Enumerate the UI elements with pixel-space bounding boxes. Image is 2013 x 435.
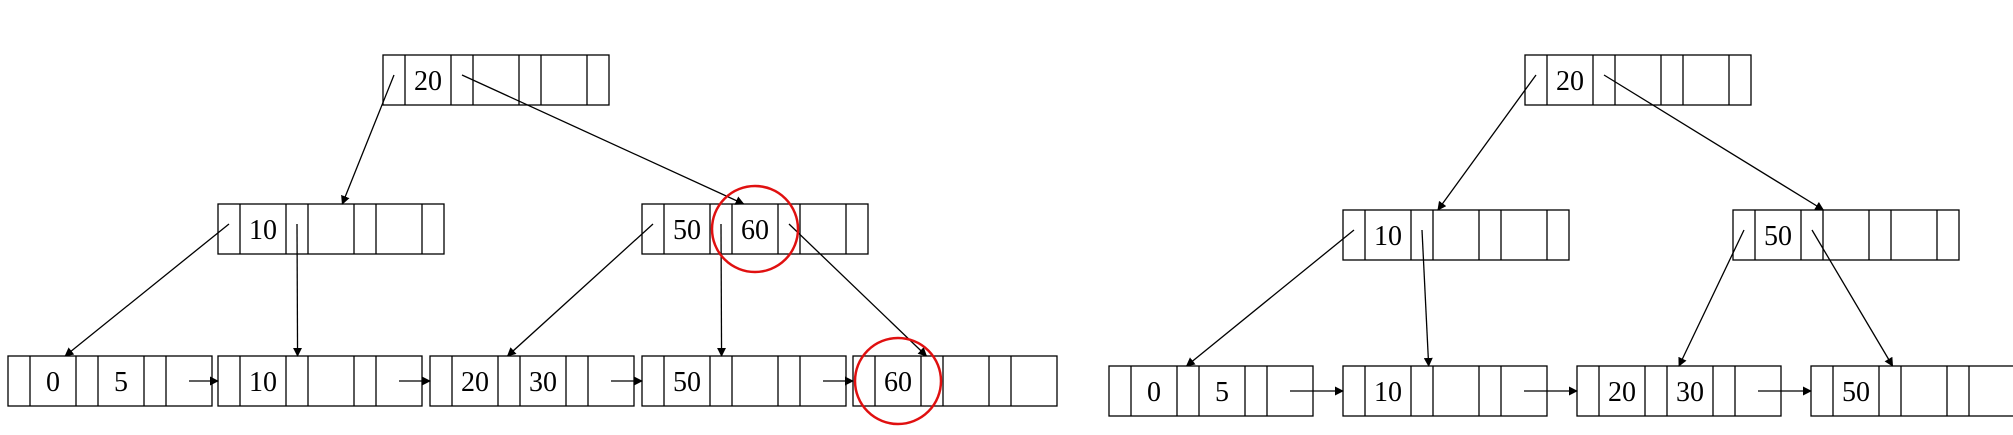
node-box bbox=[641, 355, 847, 407]
node-key: 50 bbox=[673, 367, 701, 398]
btree-node: 20 bbox=[382, 54, 610, 106]
node-box bbox=[641, 203, 869, 255]
btree-node: 10 bbox=[1342, 209, 1570, 261]
tree-pointer-arrow bbox=[1421, 229, 1433, 367]
tree-pointer-arrow bbox=[64, 223, 230, 357]
node-key: 30 bbox=[529, 367, 557, 398]
tree-pointer-arrow bbox=[717, 223, 727, 357]
node-key: 10 bbox=[1374, 377, 1402, 408]
node-key: 50 bbox=[1842, 377, 1870, 408]
node-key: 5 bbox=[1215, 377, 1229, 408]
node-box bbox=[7, 355, 213, 407]
node-key: 5 bbox=[114, 367, 128, 398]
btree-node: 50 60 bbox=[641, 203, 869, 255]
node-box bbox=[382, 54, 610, 106]
node-key: 30 bbox=[1676, 377, 1704, 408]
tree-pointer-arrow bbox=[341, 74, 395, 205]
node-key: 60 bbox=[884, 367, 912, 398]
btree-node: 50 bbox=[1810, 365, 2013, 417]
node-key: 50 bbox=[1764, 221, 1792, 252]
node-key: 50 bbox=[673, 215, 701, 246]
highlight-circle bbox=[853, 336, 943, 426]
node-key: 10 bbox=[1374, 221, 1402, 252]
btree-node: 60 bbox=[852, 355, 1058, 407]
node-key: 20 bbox=[1608, 377, 1636, 408]
node-key: 10 bbox=[249, 215, 277, 246]
tree-pointer-arrow bbox=[1678, 229, 1745, 367]
node-key: 20 bbox=[461, 367, 489, 398]
node-box bbox=[1342, 209, 1570, 261]
node-key: 20 bbox=[1556, 66, 1584, 97]
tree-pointer-arrow bbox=[1185, 229, 1355, 367]
node-box bbox=[429, 355, 635, 407]
node-key: 10 bbox=[249, 367, 277, 398]
tree-pointer-arrow bbox=[506, 223, 654, 357]
btree-node: 10 bbox=[217, 203, 445, 255]
tree-pointer-arrow bbox=[1811, 229, 1894, 367]
tree-pointer-arrow bbox=[1437, 74, 1537, 211]
tree-pointer-arrow bbox=[788, 223, 928, 357]
tree-pointer-arrow bbox=[1603, 74, 1825, 211]
btree-node: 10 bbox=[1342, 365, 1548, 417]
node-box bbox=[217, 355, 423, 407]
btree-node: 20 bbox=[1524, 54, 1752, 106]
btree-node: 50 bbox=[1732, 209, 1960, 261]
tree-pointer-arrow bbox=[461, 74, 745, 205]
node-box bbox=[1108, 365, 1314, 417]
btree-node: 50 bbox=[641, 355, 847, 407]
node-box bbox=[217, 203, 445, 255]
btree-node: 10 bbox=[217, 355, 423, 407]
node-key: 20 bbox=[414, 66, 442, 97]
highlight-circle bbox=[710, 184, 800, 274]
node-key: 60 bbox=[741, 215, 769, 246]
node-key: 0 bbox=[1147, 377, 1161, 408]
tree-pointer-arrow bbox=[293, 223, 303, 357]
node-key: 0 bbox=[46, 367, 60, 398]
node-box bbox=[1732, 209, 1960, 261]
node-box bbox=[852, 355, 1058, 407]
node-box bbox=[1810, 365, 2013, 417]
